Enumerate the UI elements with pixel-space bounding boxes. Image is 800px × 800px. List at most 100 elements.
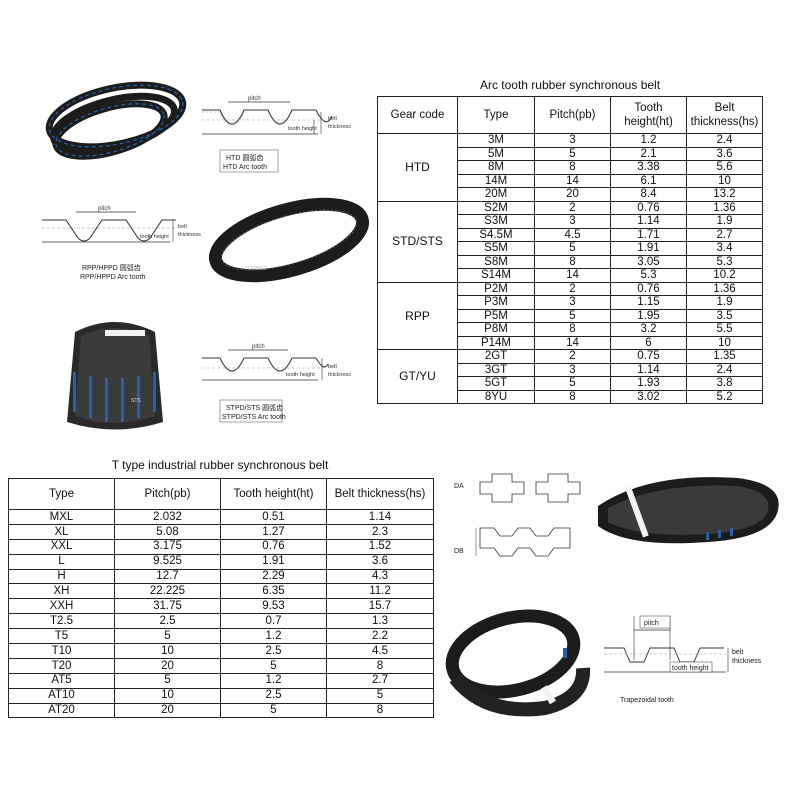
type-cell: XXL: [8, 538, 115, 555]
belt-thickness-cell: 1.36: [686, 200, 763, 215]
belt-thickness-cell: 4.5: [326, 643, 434, 659]
htd-tooth-height-label: tooth height: [288, 126, 317, 132]
trap-thickness-label: thickness: [732, 658, 762, 665]
tooth-height-cell: 0.76: [610, 200, 687, 215]
pitch-cell: 8: [534, 322, 611, 337]
pitch-cell: 9.525: [114, 553, 221, 570]
belt-thickness-cell: 2.4: [686, 362, 763, 377]
pitch-cell: 10: [114, 643, 221, 659]
rpp-tooth-diagram: pitch tooth height belt thickness RPP/HP…: [42, 206, 201, 281]
rpp-belt-label: belt: [178, 224, 187, 230]
gear-code-cell: HTD: [377, 133, 458, 202]
htd-thickness-label: thickness: [328, 124, 351, 130]
belt-thickness-cell: 1.35: [686, 349, 763, 364]
belt-thickness-cell: 2.7: [326, 672, 434, 689]
type-cell: 5GT: [457, 376, 535, 391]
arc-table-header-row: Gear code Type Pitch(pb) Tooth height(ht…: [377, 96, 763, 134]
tooth-height-cell: 3.05: [610, 254, 687, 269]
tooth-height-cell: 8.4: [610, 187, 687, 202]
belt-thickness-cell: 15.7: [326, 598, 434, 615]
type-cell: 3GT: [457, 362, 535, 377]
tooth-height-cell: 1.2: [220, 628, 327, 645]
trap-tooth-height-label: tooth height: [672, 665, 709, 672]
pitch-cell: 8: [534, 389, 611, 404]
belt-thickness-cell: 8: [326, 657, 434, 674]
pitch-cell: 3: [534, 133, 611, 148]
pitch-cell: 12.7: [114, 568, 221, 585]
pitch-cell: 2.032: [114, 509, 221, 525]
type-cell: XL: [8, 523, 115, 540]
stpd-pitch-label: pitch: [252, 344, 265, 350]
pitch-cell: 20: [534, 187, 611, 202]
t-header-tooth-height: Tooth height(ht): [220, 478, 327, 510]
tooth-height-cell: 1.91: [220, 553, 327, 570]
type-cell: 20M: [457, 187, 535, 202]
belt-thickness-cell: 10.2: [686, 268, 763, 283]
belt-thickness-cell: 8: [326, 702, 434, 719]
pitch-cell: 14: [534, 335, 611, 350]
type-cell: AT10: [8, 687, 115, 704]
pitch-cell: 8: [534, 160, 611, 175]
rpp-caption-cn: RPP/HPPD 圆弧齿: [82, 263, 141, 272]
belt-thickness-cell: 2.2: [326, 628, 434, 645]
pitch-cell: 5.08: [114, 523, 221, 540]
db-label: DB: [454, 548, 464, 555]
type-cell: P8M: [457, 322, 535, 337]
type-cell: P3M: [457, 295, 535, 310]
header-tooth-height: Tooth height(ht): [610, 96, 687, 134]
trapezoidal-tooth-diagram: pitch tooth height belt thickness Trapez…: [604, 615, 762, 704]
tooth-height-cell: 9.53: [220, 598, 327, 615]
tooth-height-cell: 1.27: [220, 523, 327, 540]
header-belt-thickness: Belt thickness(hs): [686, 96, 763, 134]
arc-tooth-table: Gear code Type Pitch(pb) Tooth height(ht…: [377, 96, 763, 404]
tooth-height-cell: 1.15: [610, 295, 687, 310]
type-cell: AT5: [8, 672, 115, 689]
belt-thickness-cell: 1.36: [686, 281, 763, 296]
pitch-cell: 3: [534, 295, 611, 310]
belt-thickness-cell: 2.4: [686, 133, 763, 148]
t-type-table: Type Pitch(pb) Tooth height(ht) Belt thi…: [8, 478, 434, 719]
belt-thickness-cell: 11.2: [326, 583, 434, 600]
tooth-height-cell: 0.76: [220, 538, 327, 555]
t-table-header-row: Type Pitch(pb) Tooth height(ht) Belt thi…: [8, 478, 434, 510]
gear-code-cell: RPP: [377, 281, 458, 350]
tooth-height-cell: 0.51: [220, 509, 327, 525]
pitch-cell: 20: [114, 657, 221, 674]
trapezoidal-belt-photo: [445, 609, 591, 717]
gear-code-cell: STD/STS: [377, 200, 458, 283]
pitch-cell: 3.175: [114, 538, 221, 555]
tooth-height-cell: 3.2: [610, 322, 687, 337]
tooth-height-cell: 2.5: [220, 687, 327, 704]
t-header-type: Type: [8, 478, 115, 510]
tooth-height-cell: 0.7: [220, 613, 327, 630]
tooth-height-cell: 5: [220, 702, 327, 719]
belt-print-code: STS: [131, 398, 141, 404]
type-cell: L: [8, 553, 115, 570]
pitch-cell: 5: [114, 628, 221, 645]
pitch-cell: 4.5: [534, 227, 611, 242]
pitch-cell: 10: [114, 687, 221, 704]
belt-thickness-cell: 1.9: [686, 214, 763, 229]
rpp-tooth-height-label: tooth height: [140, 234, 169, 240]
belt-thickness-cell: 5: [326, 687, 434, 704]
tooth-height-cell: 0.76: [610, 281, 687, 296]
belt-thickness-cell: 1.9: [686, 295, 763, 310]
belt-thickness-cell: 4.3: [326, 568, 434, 585]
rpp-pitch-label: pitch: [98, 206, 111, 212]
belt-thickness-cell: 3.6: [686, 146, 763, 161]
tooth-height-cell: 2.29: [220, 568, 327, 585]
